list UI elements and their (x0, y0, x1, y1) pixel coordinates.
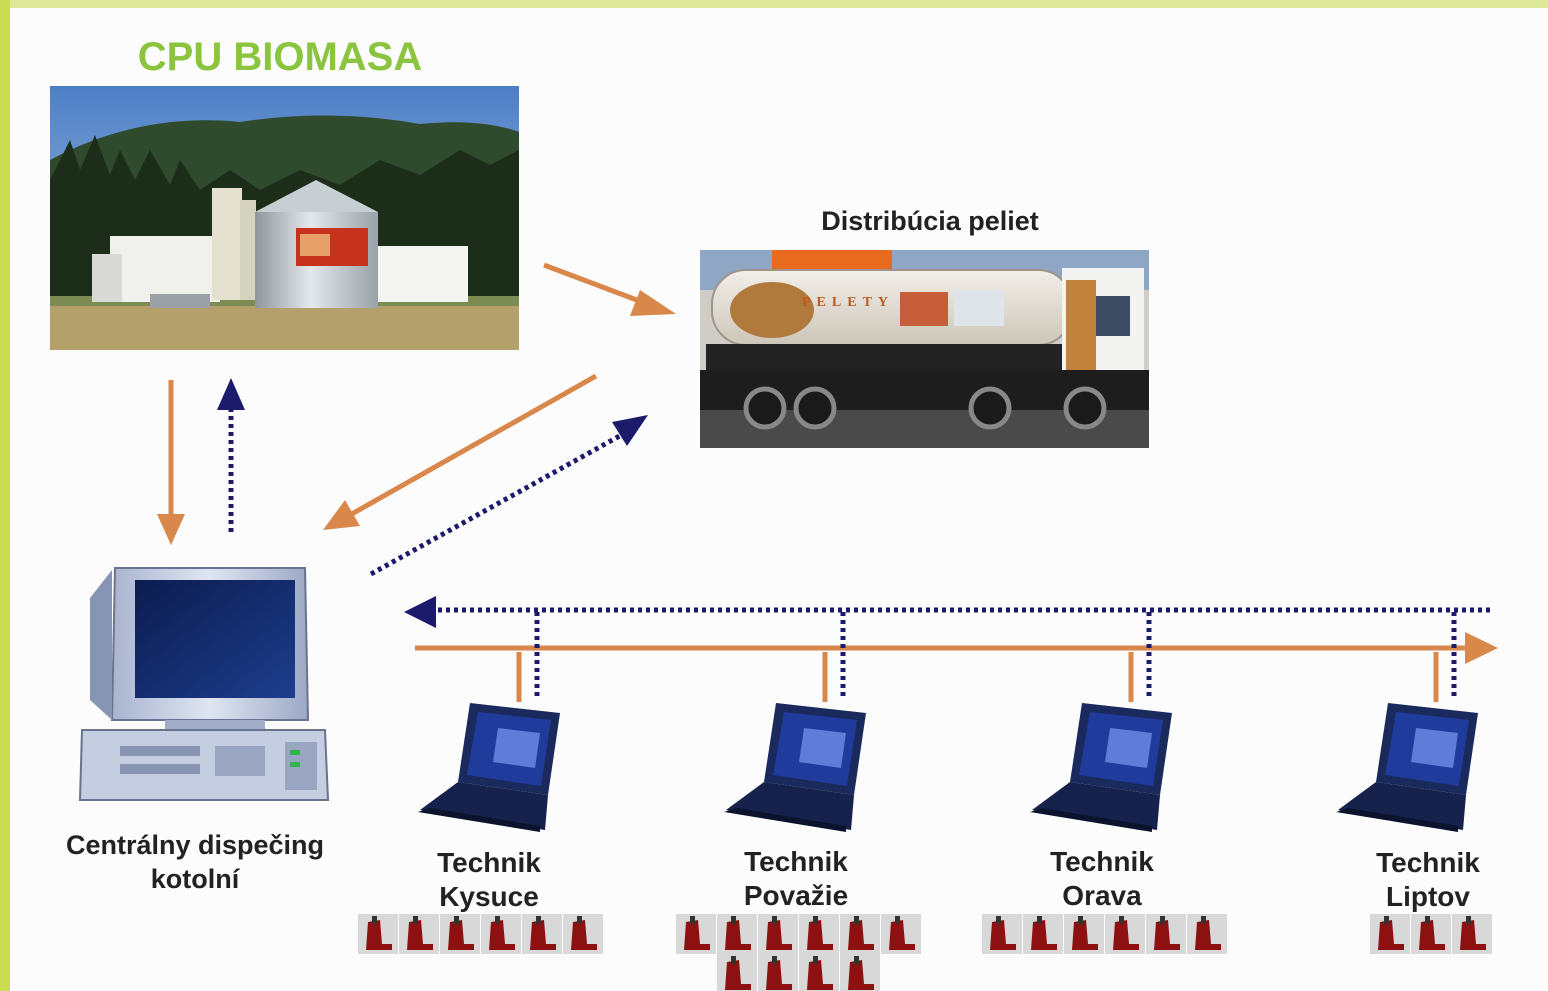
technician-region: Kysuce (439, 881, 539, 912)
central-label-line1: Centrálny dispečing (65, 830, 325, 860)
technician-title: Technik (437, 847, 541, 878)
laptop-icon (1030, 703, 1172, 832)
technician-orava-label: Technik Orava (1002, 845, 1202, 913)
truck-to-central-arrow (348, 373, 598, 518)
boiler-icon (1023, 914, 1063, 954)
distribution-label: Distribúcia peliet (821, 206, 1039, 236)
boiler-icon (399, 914, 439, 954)
boiler-icon (1064, 914, 1104, 954)
laptop-icon (418, 703, 560, 832)
dispatch-bus-arrowhead (1465, 632, 1498, 664)
boiler-icon (1105, 914, 1145, 954)
boiler-icon (717, 954, 757, 991)
technician-title: Technik (744, 846, 848, 877)
boiler-strip (358, 914, 1492, 991)
truck-pellet-sign: PELETY (802, 295, 894, 310)
boiler-icon (982, 914, 1022, 954)
boiler-icon (840, 914, 880, 954)
biomass-plant-photo (50, 86, 519, 350)
boiler-icon (522, 914, 562, 954)
technician-povazie-label: Technik Považie (696, 845, 896, 913)
central-to-plant-arrowhead (217, 378, 245, 410)
plant-title: CPU BIOMASA (137, 35, 423, 79)
boiler-icon (881, 914, 921, 954)
laptop-icon (1336, 703, 1478, 832)
boiler-icon (717, 914, 757, 954)
frame-left-band (0, 0, 10, 991)
boiler-icon (358, 914, 398, 954)
plant-to-truck-arrowhead (630, 290, 676, 316)
boiler-icon (758, 914, 798, 954)
frame-top-band (0, 0, 1548, 8)
boiler-icon (563, 914, 603, 954)
technician-region: Považie (743, 880, 849, 911)
boiler-icon (1146, 914, 1186, 954)
central-dispatch-label: Centrálny dispečing kotolní (40, 828, 350, 896)
boiler-icon (840, 954, 880, 991)
boiler-icon (1187, 914, 1227, 954)
technician-region: Orava (1062, 880, 1142, 911)
boiler-icon (758, 954, 798, 991)
truck-to-central-arrowhead (323, 500, 360, 530)
boiler-icon (1370, 914, 1410, 954)
boiler-icon (799, 954, 839, 991)
boiler-icon (440, 914, 480, 954)
central-to-truck-arrowhead (612, 415, 648, 446)
desktop-computer-icon (78, 567, 330, 801)
boiler-icon (481, 914, 521, 954)
technician-liptov-label: Technik Liptov (1328, 846, 1528, 914)
technician-kysuce-label: Technik Kysuce (389, 846, 589, 914)
boiler-icon (676, 914, 716, 954)
central-label-line2: kotolní (150, 864, 240, 894)
technician-region: Liptov (1386, 881, 1470, 912)
boiler-icon (1411, 914, 1451, 954)
laptop-icon (724, 703, 866, 832)
report-bus-arrowhead (404, 596, 436, 628)
plant-to-truck-arrow (543, 262, 651, 308)
technician-title: Technik (1376, 847, 1480, 878)
technician-title: Technik (1050, 846, 1154, 877)
boiler-icon (1452, 914, 1492, 954)
pellet-truck-photo: PELETY (700, 250, 1149, 448)
central-to-truck-dotted-arrow (369, 430, 627, 577)
boiler-icon (799, 914, 839, 954)
plant-to-central-arrowhead (157, 514, 185, 545)
